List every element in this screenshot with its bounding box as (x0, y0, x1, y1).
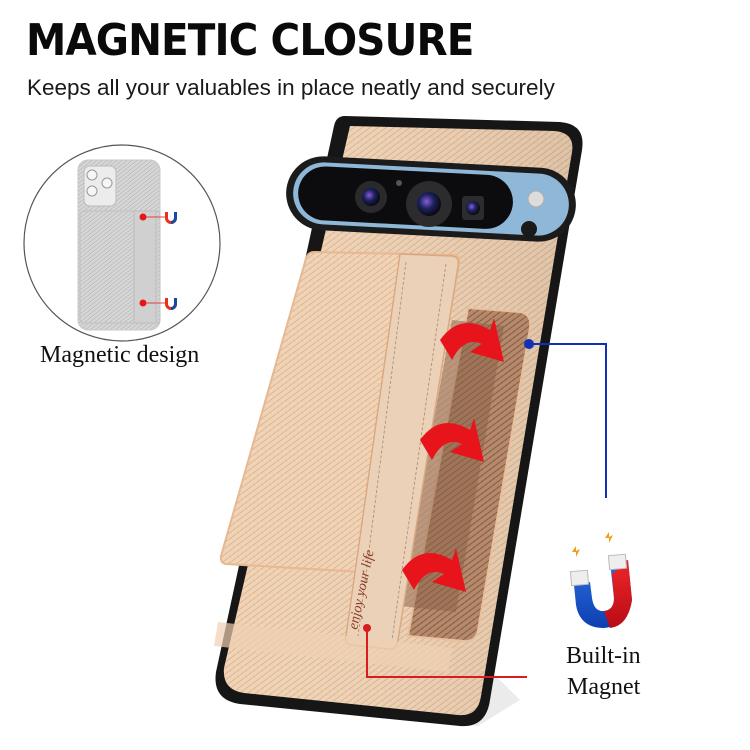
insert-arrow-icon (402, 318, 504, 592)
page-title: MAGNETIC CLOSURE (26, 15, 474, 66)
magnetic-design-inset (23, 144, 221, 342)
phone-case: enjoy your life (214, 116, 583, 727)
card-wallet: enjoy your life (214, 250, 532, 672)
small-magnet-icon (165, 298, 177, 310)
magnetic-design-label: Magnetic design (40, 342, 200, 368)
spark-icon (572, 546, 580, 557)
spark-icon (605, 532, 613, 543)
horseshoe-magnet-icon (569, 532, 632, 628)
magnet-label: Magnet (567, 674, 641, 700)
blue-callout (524, 339, 607, 498)
small-magnet-icon (165, 212, 177, 224)
built-in-label: Built-in (566, 643, 641, 669)
page-subtitle: Keeps all your valuables in place neatly… (27, 75, 555, 100)
red-callout (363, 624, 527, 678)
camera-bar (286, 156, 576, 242)
